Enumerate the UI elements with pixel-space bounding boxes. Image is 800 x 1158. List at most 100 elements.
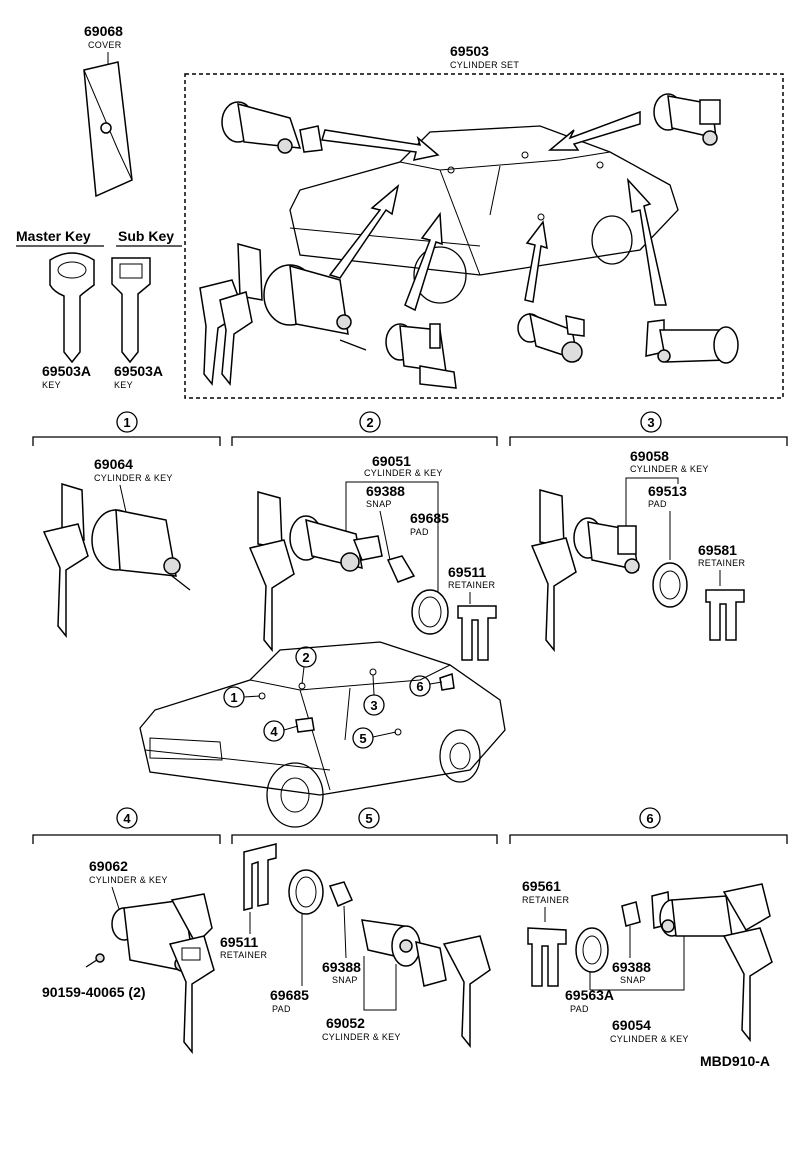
s2-snap-name: SNAP [366,499,392,509]
section-4-group: 69062 CYLINDER & KEY 90159-40065 (2) [42,858,215,1055]
s5-snap-name: SNAP [332,975,358,985]
s3-pad-name: PAD [648,499,667,509]
s2-retainer-name: RETAINER [448,580,495,590]
cylinder-part-lower-left[interactable] [385,323,457,389]
section-5-group: 69511 RETAINER 69685 PAD 69388 SNAP 6905… [220,843,491,1049]
arrow-to-door-rf [547,110,641,151]
s3-retainer-name: RETAINER [698,558,745,568]
section-2-circle[interactable] [359,411,381,433]
s2-pad-number[interactable]: 69685 [410,510,449,526]
car-illustration-center [139,641,506,828]
sub-key-part-name: KEY [114,380,133,390]
s5-snap-part[interactable] [328,881,353,907]
s3-retainer-number[interactable]: 69581 [698,542,737,558]
arrow-to-ignition [328,184,400,279]
svg-text:2: 2 [302,650,309,665]
s2-retainer-number[interactable]: 69511 [448,564,486,580]
section-6-label: 6 [646,811,653,826]
s5-snap-number[interactable]: 69388 [322,959,361,975]
s2-pad-name: PAD [410,527,429,537]
diagram-id: MBD910-A [700,1053,770,1069]
s3-pad-number[interactable]: 69513 [648,483,687,499]
s6-pad-number[interactable]: 69563A [565,987,614,1003]
arrow-to-door-lf [321,129,440,161]
s4-trunk-cylinder-assembly[interactable] [111,893,215,1055]
s3-cylinder-name: CYLINDER & KEY [630,464,709,474]
s2-cylinder-name: CYLINDER & KEY [364,468,443,478]
cylinder-set-part-name: CYLINDER SET [450,60,519,70]
s4-screw-number[interactable]: 90159-40065 (2) [42,984,146,1000]
car-callout-6[interactable] [409,675,431,697]
s6-snap-part[interactable] [621,901,641,927]
cylinder-set-part-number[interactable]: 69503 [450,43,489,59]
master-key-hole [57,261,87,279]
s3-retainer-part[interactable] [705,589,745,641]
s1-cylinder-number[interactable]: 69064 [94,456,133,472]
car-callouts: 1 2 3 4 5 6 [223,646,443,749]
s6-cylinder-number[interactable]: 69054 [612,1017,651,1033]
master-key-part-number[interactable]: 69503A [42,363,91,379]
arrow-to-trunk [626,177,667,306]
section-2-group: 69051 CYLINDER & KEY 69388 SNAP 69685 PA… [248,453,497,661]
s6-retainer-number[interactable]: 69561 [522,878,561,894]
section-brackets-top: 1 2 3 [32,411,788,446]
section-5-circle[interactable] [358,807,380,829]
s5-pad-part[interactable] [288,869,324,915]
s3-door-cylinder[interactable] [530,489,640,653]
car-illustration-top [289,125,679,304]
arrow-to-door-r [524,220,548,303]
s2-snap-part[interactable] [386,555,416,583]
s5-door-cylinder[interactable] [361,919,491,1049]
car-callout-5[interactable] [352,727,374,749]
cylinder-set-frame [184,73,784,399]
s4-screw-part[interactable] [85,953,105,968]
section-1-label: 1 [123,415,130,430]
cylinder-part-trunk[interactable] [645,319,739,364]
section-brackets-bottom: 4 5 6 [32,807,788,844]
car-callout-2[interactable] [295,646,317,668]
section-1-circle[interactable] [116,411,138,433]
section-6-circle[interactable] [639,807,661,829]
sub-key-hole [119,263,143,279]
s6-pad-name: PAD [570,1004,589,1014]
master-key-icon[interactable] [49,252,95,364]
section-6-group: 69561 RETAINER 69563A PAD 69388 SNAP 690… [522,878,773,1044]
s2-snap-number[interactable]: 69388 [366,483,405,499]
s5-retainer-number[interactable]: 69511 [220,934,258,950]
section-3-circle[interactable] [640,411,662,433]
s6-snap-number[interactable]: 69388 [612,959,651,975]
cover-part-number[interactable]: 69068 [84,23,123,39]
svg-text:1: 1 [230,690,237,705]
keys-group: Master Key Sub Key 69503A KEY 69503A KEY [16,228,182,390]
cylinder-part-door-lf[interactable] [221,101,323,154]
cover-group: 69068 COVER [83,23,133,198]
cover-part-name: COVER [88,40,122,50]
s2-cylinder-number[interactable]: 69051 [372,453,411,469]
s6-retainer-part[interactable] [527,927,567,987]
s2-door-cylinder[interactable] [248,491,383,653]
arrow-to-door-l [404,211,443,312]
s5-retainer-part[interactable] [243,843,277,911]
cylinder-part-door-rf[interactable] [653,93,721,146]
s3-cylinder-number[interactable]: 69058 [630,448,669,464]
sub-key-part-number[interactable]: 69503A [114,363,163,379]
s2-pad-part[interactable] [411,589,449,635]
s5-cylinder-number[interactable]: 69052 [326,1015,365,1031]
s5-cylinder-name: CYLINDER & KEY [322,1032,401,1042]
s3-pad-part[interactable] [652,562,688,608]
s5-pad-number[interactable]: 69685 [270,987,309,1003]
section-4-circle[interactable] [116,807,138,829]
s4-cylinder-number[interactable]: 69062 [89,858,128,874]
sub-key-icon[interactable] [111,257,151,364]
s2-retainer-part[interactable] [457,605,497,661]
s1-ignition-assembly[interactable] [42,482,191,639]
svg-text:6: 6 [416,679,423,694]
s6-pad-part[interactable] [575,927,609,973]
car-callout-4[interactable] [263,720,285,742]
svg-text:4: 4 [270,724,278,739]
ignition-key-set-top[interactable] [199,243,367,386]
s6-door-cylinder[interactable] [651,883,773,1043]
cylinder-part-door-r[interactable] [517,312,585,363]
svg-text:5: 5 [359,731,366,746]
